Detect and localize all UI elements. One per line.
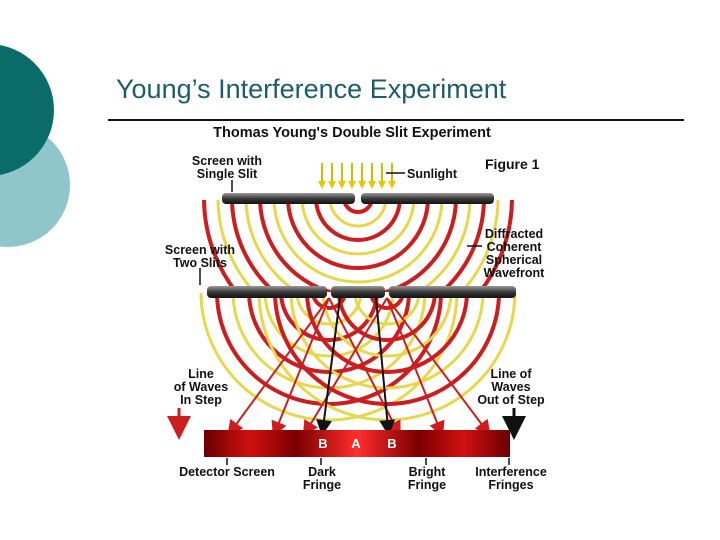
wavefront-arc-right-slit bbox=[305, 293, 469, 374]
label-out-step-2: Waves bbox=[491, 380, 530, 394]
label-bright-fringe-1: Bright bbox=[409, 465, 447, 479]
sunlight-arrowhead bbox=[378, 181, 386, 189]
wavefront-arc-left-slit bbox=[279, 293, 379, 342]
figure-number: Figure 1 bbox=[485, 156, 540, 172]
wavefront-arc-left-slit bbox=[311, 293, 347, 310]
sunlight-arrowhead bbox=[388, 181, 396, 189]
fringe-label-b-right: B bbox=[387, 436, 396, 451]
wavefront-arc-left-slit bbox=[247, 293, 411, 374]
label-single-slit-1: Screen with bbox=[192, 154, 262, 168]
single-slit-screen-right bbox=[361, 193, 494, 204]
figure-heading: Thomas Young's Double Slit Experiment bbox=[213, 125, 491, 141]
wavefront-arc bbox=[342, 200, 374, 214]
label-diffracted-1: Diffracted bbox=[485, 227, 543, 241]
fringe-label-b-left: B bbox=[318, 436, 327, 451]
label-in-step-2: of Waves bbox=[174, 380, 228, 394]
wavefront-arc-right-slit bbox=[369, 293, 405, 310]
sunlight-arrows bbox=[318, 163, 396, 189]
label-two-slits-2: Two Slits bbox=[173, 256, 227, 270]
label-sunlight: Sunlight bbox=[407, 167, 458, 181]
sunlight-arrowhead bbox=[318, 181, 326, 189]
label-in-step-3: In Step bbox=[180, 393, 222, 407]
label-diffracted-3: Spherical bbox=[486, 253, 542, 267]
label-leader-lines bbox=[199, 172, 510, 465]
label-diffracted-2: Coherent bbox=[487, 240, 543, 254]
detector-screen bbox=[204, 430, 510, 457]
wavefront-arc bbox=[328, 200, 388, 228]
wavefront-arc bbox=[314, 200, 402, 242]
wavefront-arc-right-slit bbox=[289, 293, 485, 390]
sunlight-arrowhead bbox=[348, 181, 356, 189]
fringe-label-a: A bbox=[351, 436, 361, 451]
label-single-slit-2: Single Slit bbox=[197, 167, 258, 181]
sunlight-arrowhead bbox=[328, 181, 336, 189]
slide-title: Young’s Interference Experiment bbox=[116, 74, 507, 104]
double-slit-screen-middle bbox=[331, 286, 385, 298]
label-detector-screen: Detector Screen bbox=[179, 465, 275, 479]
single-slit-screen-left bbox=[222, 193, 355, 204]
label-dark-fringe-1: Dark bbox=[308, 465, 336, 479]
wavefront-arc bbox=[300, 200, 416, 256]
double-slit-screen-right bbox=[389, 286, 516, 298]
interference-rays bbox=[227, 297, 491, 438]
label-two-slits-1: Screen with bbox=[165, 243, 235, 257]
wavefront-arc-left-slit bbox=[215, 293, 443, 406]
label-dark-fringe-2: Fringe bbox=[303, 478, 341, 492]
decor-circle-dark bbox=[0, 45, 54, 175]
wavefront-arc-right-slit bbox=[273, 293, 501, 406]
label-out-step-1: Line of bbox=[491, 367, 533, 381]
label-bright-fringe-2: Fringe bbox=[408, 478, 446, 492]
sunlight-arrowhead bbox=[358, 181, 366, 189]
label-diffracted-4: Wavefront bbox=[484, 266, 545, 280]
wavefront-arc bbox=[286, 200, 430, 270]
label-in-step-1: Line bbox=[188, 367, 214, 381]
title-divider bbox=[108, 119, 684, 121]
wavefront-arc bbox=[272, 200, 444, 284]
sunlight-arrowhead bbox=[338, 181, 346, 189]
wavefront-arc-right-slit bbox=[321, 293, 453, 358]
wavefront-arc-left-slit bbox=[295, 293, 363, 326]
label-interference-1: Interference bbox=[475, 465, 547, 479]
sunlight-arrowhead bbox=[368, 181, 376, 189]
label-interference-2: Fringes bbox=[488, 478, 533, 492]
wavefront-arc-right-slit bbox=[337, 293, 437, 342]
fringe-pointer-rays bbox=[316, 297, 396, 436]
double-slit-screen-left bbox=[207, 286, 327, 298]
single-slit-wavefronts bbox=[202, 200, 514, 292]
wavefront-arc-left-slit bbox=[263, 293, 395, 358]
label-out-step-3: Out of Step bbox=[477, 393, 545, 407]
wavefront-arc-right-slit bbox=[353, 293, 421, 326]
